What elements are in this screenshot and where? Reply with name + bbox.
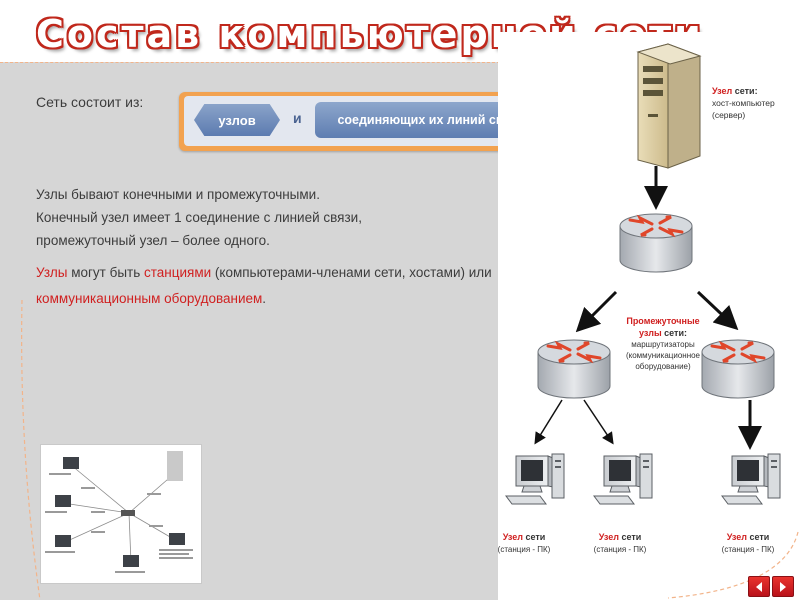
station-label-rest: сети: [523, 532, 545, 542]
station-label-sub: (станция - ПК): [498, 545, 551, 554]
router-icon: [618, 212, 694, 274]
routers-label-line4: (коммуникационное: [626, 351, 701, 360]
routers-label-red: узлы: [639, 328, 662, 338]
station-label: Узел сети: [503, 532, 546, 542]
term-nodes: Узлы: [36, 265, 68, 280]
text-fragment: .: [262, 291, 267, 306]
text-line: Узлы бывают конечными и промежуточными.: [36, 187, 320, 202]
router-icon: [700, 338, 776, 400]
text-fragment: (компьютерами-членами сети, хостами) или: [211, 265, 492, 280]
station-label: Узел сети: [599, 532, 642, 542]
next-slide-button[interactable]: [772, 576, 794, 597]
term-equipment: коммуникационным оборудованием: [36, 291, 263, 306]
workstation-icon: [505, 453, 565, 505]
server-label: Узел сети:: [712, 86, 758, 96]
station-label: Узел сети: [727, 532, 770, 542]
network-diagram-panel: Узел сети: хост-компьютер (сервер) Проме…: [498, 32, 800, 600]
station-label-red: Узел: [727, 532, 748, 542]
link-arrow: [534, 399, 563, 445]
top-divider: [0, 62, 500, 63]
link-arrow: [696, 290, 739, 331]
network-thumbnail: [40, 444, 202, 584]
paragraph-node-types: Узлы бывают конечными и промежуточными. …: [36, 183, 496, 252]
nodes-pill: узлов: [194, 104, 280, 136]
text-fragment: могут быть: [67, 265, 144, 280]
server-label-red: Узел: [712, 86, 733, 96]
and-label: и: [293, 110, 302, 126]
term-stations: станциями: [144, 265, 212, 280]
arrow-left-icon: [756, 581, 762, 592]
server-label-rest: сети:: [732, 86, 757, 96]
arrow-right-icon: [780, 581, 786, 592]
station-label-sub: (станция - ПК): [594, 545, 647, 554]
link-arrow: [583, 399, 614, 445]
server-label-line3: (сервер): [712, 110, 745, 120]
routers-label-rest: сети:: [662, 328, 687, 338]
link-arrow: [575, 290, 618, 333]
station-label-red: Узел: [503, 532, 524, 542]
station-label-sub: (станция - ПК): [722, 545, 775, 554]
routers-label-line1: Промежуточные: [626, 316, 699, 326]
composition-box-inner: узлов и соединяющих их линий связи: [184, 96, 559, 146]
intro-lead: Сеть состоит из:: [36, 94, 144, 110]
workstation-icon: [721, 453, 781, 505]
server-icon: [636, 43, 702, 169]
routers-label-line3: маршрутизаторы: [631, 340, 695, 349]
workstation-icon: [593, 453, 653, 505]
decorative-curve-left: [21, 300, 41, 600]
routers-label-line2: узлы сети:: [639, 328, 687, 338]
text-line: Конечный узел имеет 1 соединение с линие…: [36, 210, 362, 225]
router-icon: [536, 338, 612, 400]
station-label-rest: сети: [747, 532, 769, 542]
station-label-red: Узел: [599, 532, 620, 542]
station-label-rest: сети: [619, 532, 641, 542]
paragraph-node-kinds: Узлы могут быть станциями (компьютерами-…: [36, 260, 496, 312]
prev-slide-button[interactable]: [748, 576, 770, 597]
text-line: промежуточный узел – более одного.: [36, 233, 270, 248]
thumbnail-diagram: [45, 451, 193, 573]
routers-label-line5: оборудование): [635, 362, 691, 371]
network-diagram: Узел сети: хост-компьютер (сервер) Проме…: [498, 43, 799, 599]
server-label-line2: хост-компьютер: [712, 98, 775, 108]
